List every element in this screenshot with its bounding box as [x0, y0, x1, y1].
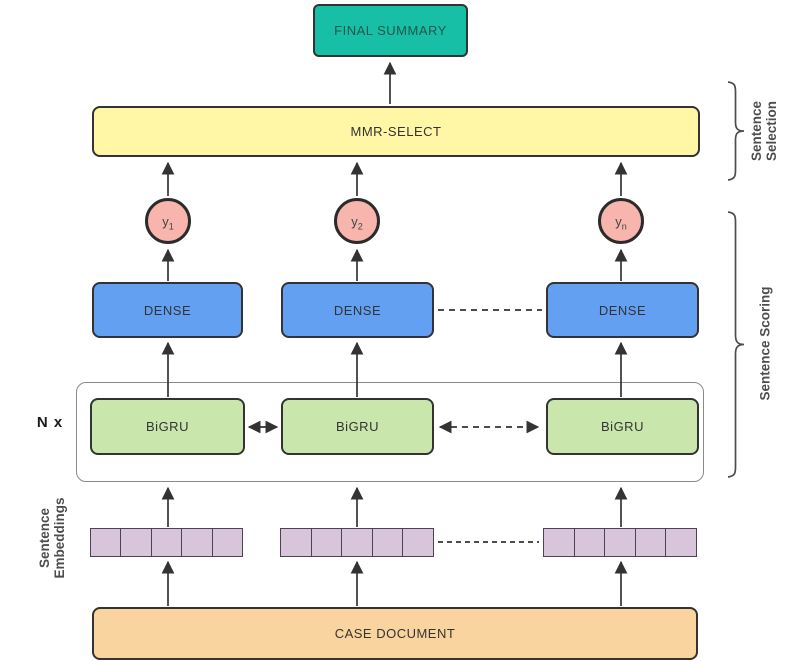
bigru-label-1: BiGRU [146, 419, 189, 434]
dense-box-2: DENSE [281, 282, 434, 338]
case-document-label: CASE DOCUMENT [334, 626, 456, 641]
embedding-cell [544, 529, 574, 556]
embedding-cell [634, 529, 666, 556]
embedding-cell [120, 529, 150, 556]
dense-label-1: DENSE [143, 302, 192, 318]
mmr-select-label: MMR-SELECT [350, 124, 442, 139]
brace-sentence-selection [727, 81, 745, 181]
bigru-box-2: BiGRU [281, 398, 434, 455]
final-summary-box: FINAL SUMMARY [313, 4, 468, 57]
sentence-selection-annotation: Sentence Selection [749, 100, 779, 162]
dense-label-3: DENSE [598, 302, 647, 318]
final-summary-label: FINAL SUMMARY [334, 23, 447, 38]
embedding-cell [573, 529, 605, 556]
output-node-yn: yn [598, 198, 644, 244]
embedding-cell [91, 529, 120, 556]
output-label-yn: yn [615, 213, 627, 232]
sentence-embeddings-annotation: Sentence Embeddings [37, 497, 67, 579]
embedding-cell [371, 529, 403, 556]
embedding-cell [211, 529, 242, 556]
dense-box-1: DENSE [92, 282, 243, 338]
output-label-y2: y2 [351, 213, 363, 232]
embedding-cell [181, 529, 211, 556]
mmr-select-box: MMR-SELECT [92, 106, 700, 157]
embedding-cell [604, 529, 635, 556]
embedding-cell [310, 529, 342, 556]
repeat-count-label: N x [36, 414, 64, 431]
brace-sentence-scoring [727, 211, 745, 478]
embedding-cell [150, 529, 181, 556]
output-node-y1: y1 [145, 198, 191, 244]
embedding-vector-3 [543, 528, 697, 557]
embedding-vector-1 [90, 528, 243, 557]
output-label-y1: y1 [162, 213, 174, 232]
dense-label-2: DENSE [333, 302, 382, 318]
bigru-box-3: BiGRU [546, 398, 699, 455]
recurrent-layer-container [76, 382, 704, 482]
embedding-cell [341, 529, 372, 556]
bigru-label-3: BiGRU [601, 419, 644, 434]
bigru-box-1: BiGRU [90, 398, 245, 455]
bigru-label-2: BiGRU [336, 419, 379, 434]
case-document-box: CASE DOCUMENT [92, 607, 698, 660]
output-node-y2: y2 [334, 198, 380, 244]
dense-box-3: DENSE [546, 282, 699, 338]
sentence-scoring-annotation: Sentence Scoring [757, 286, 773, 401]
embedding-vector-2 [280, 528, 434, 557]
embedding-cell [402, 529, 433, 556]
embedding-cell [281, 529, 311, 556]
embedding-cell [665, 529, 696, 556]
